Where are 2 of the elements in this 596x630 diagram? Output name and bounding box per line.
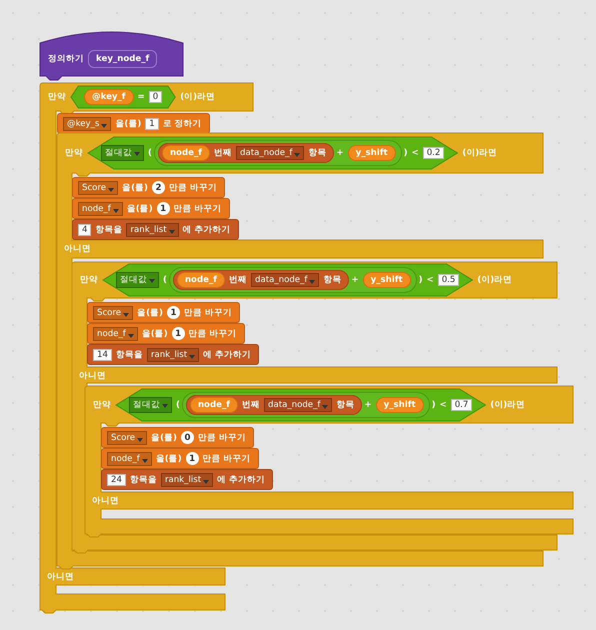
block-text: 정의하기: [48, 53, 84, 65]
parameter-field: key_node_f: [88, 50, 158, 68]
